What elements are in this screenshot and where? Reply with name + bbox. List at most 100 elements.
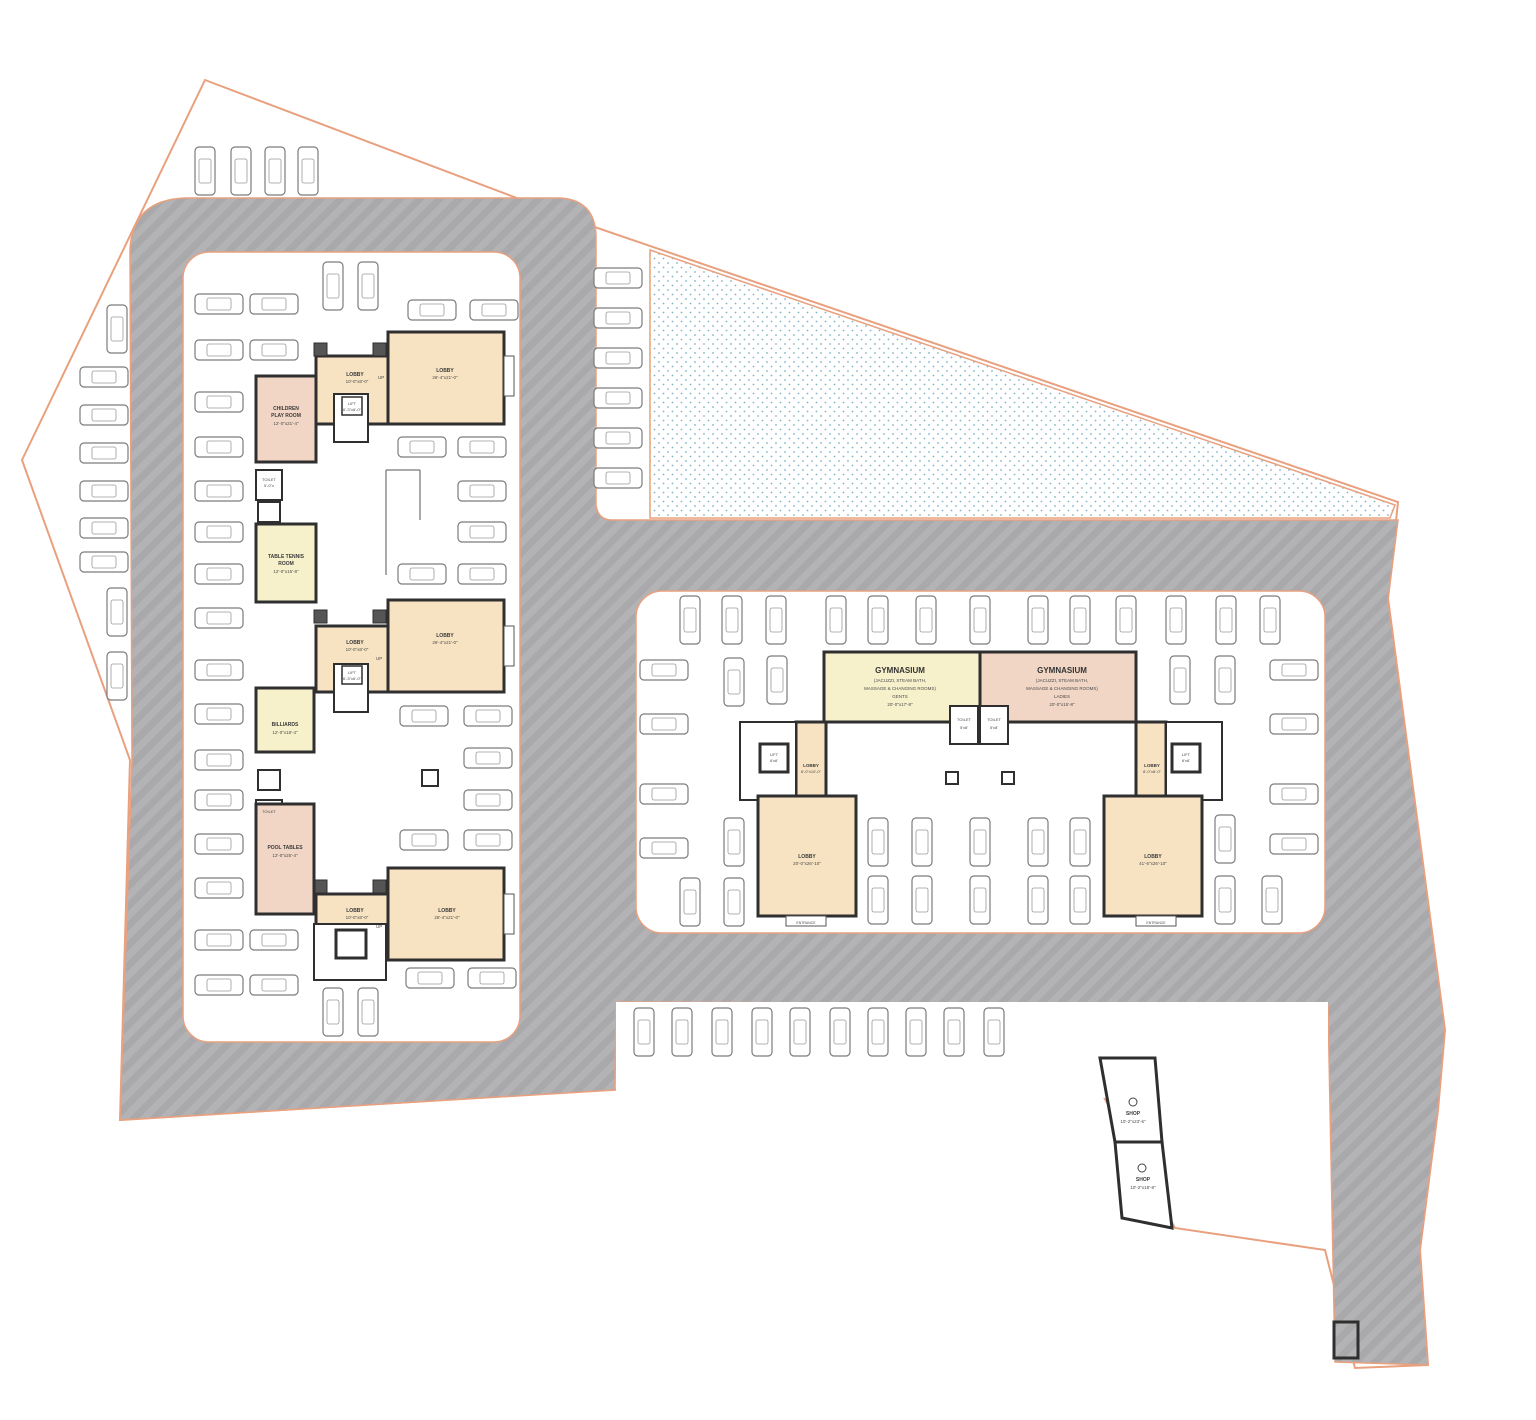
pool-dim: 12'-0"x25'-4"	[272, 853, 298, 858]
parking-stall	[194, 563, 244, 585]
parking-stall	[79, 404, 129, 426]
up-1: UP	[378, 375, 384, 380]
parking-stall	[911, 875, 933, 925]
parking-stall	[679, 595, 701, 645]
parking-stall	[79, 442, 129, 464]
parking-stall	[79, 366, 129, 388]
lobby-2-name: LOBBY	[436, 633, 454, 639]
parking-stall	[399, 829, 449, 851]
parking-stall	[751, 1007, 773, 1057]
parking-stall	[194, 391, 244, 413]
entrance-right: ENTRANCE	[1146, 921, 1166, 925]
bottom-parking-strip	[616, 1002, 1328, 1098]
parking-stall	[721, 595, 743, 645]
parking-stall	[1261, 875, 1283, 925]
gym-gents-sub3: GENTS	[892, 694, 908, 699]
billiards-dim: 12'-0"x18'-4"	[272, 730, 298, 735]
lift-l-name: LIFT	[770, 752, 779, 757]
shop-1-name: SHOP	[1126, 1111, 1141, 1117]
parking-stall	[106, 587, 128, 637]
parking-stall	[194, 521, 244, 543]
lobby-1-name: LOBBY	[436, 368, 454, 374]
parking-stall	[593, 387, 643, 409]
lift-r-dim: 6'x6'	[1182, 758, 1190, 763]
lift-2-dim: 6'-3"x6'-0"	[343, 676, 362, 681]
parking-stall	[1269, 659, 1319, 681]
tower-b-labels: GYMNASIUM (JACUZZI, STEAM BATH, MASSAGE …	[770, 666, 1191, 925]
parking-stall	[1165, 595, 1187, 645]
parking-stall	[593, 307, 643, 329]
table-tennis-name-1: TABLE TENNIS	[268, 554, 305, 560]
parking-stall	[322, 261, 344, 311]
parking-stall	[765, 595, 787, 645]
lobby-1-small-name: LOBBY	[346, 372, 364, 378]
tower-a-labels: LOBBY 10'-0"x8'-0" LOBBY 26'-4"x21'-0" L…	[262, 368, 460, 929]
parking-stall	[915, 595, 937, 645]
parking-stall	[249, 293, 299, 315]
toilet-r-name: TOILET	[987, 717, 1001, 722]
parking-stall	[1069, 817, 1091, 867]
shops	[1098, 1056, 1360, 1360]
parking-stall	[1027, 595, 1049, 645]
lobby-right-small-name: LOBBY	[1144, 763, 1160, 768]
shop-2-name: SHOP	[1136, 1177, 1151, 1183]
tower-a	[254, 330, 515, 981]
parking-stall	[1269, 713, 1319, 735]
parking-stall	[457, 563, 507, 585]
shop-1-dim: 10'-2"x23'-6"	[1120, 1119, 1146, 1124]
parking-stall	[766, 655, 788, 705]
tower-b	[739, 650, 1223, 927]
parking-stall	[457, 480, 507, 502]
parking-stall	[194, 789, 244, 811]
lift-1-dim: 6'-3"x6'-0"	[343, 407, 362, 412]
parking-stall	[1027, 817, 1049, 867]
lift-2-name: LIFT	[348, 670, 357, 675]
parking-stall	[829, 1007, 851, 1057]
parking-stall	[194, 146, 216, 196]
parking-stall	[230, 146, 252, 196]
parking-stall	[264, 146, 286, 196]
parking-stall	[867, 817, 889, 867]
parking-stall	[194, 659, 244, 681]
parking-stall	[194, 436, 244, 458]
parking-stall	[405, 967, 455, 989]
parking-stall	[463, 747, 513, 769]
parking-stall	[983, 1007, 1005, 1057]
lobby-right-small-dim: 8'-0"x8'-0"	[1143, 769, 1162, 774]
toilet-2-name: TOILET	[262, 809, 276, 814]
gym-ladies-name: GYMNASIUM	[1037, 666, 1087, 675]
parking-stall	[633, 1007, 655, 1057]
parking-stall	[457, 436, 507, 458]
parking-stall	[639, 783, 689, 805]
toilet-r-dim: 5'x8'	[990, 725, 998, 730]
toilet-l-name: TOILET	[957, 717, 971, 722]
children-name-1: CHILDREN	[273, 406, 299, 412]
parking-stall	[297, 146, 319, 196]
parking-stall	[322, 987, 344, 1037]
parking-stall	[969, 595, 991, 645]
garden-area	[649, 248, 1396, 519]
up-3: UP	[376, 924, 382, 929]
gym-ladies-sub2: MASSAGE & CHANGING ROOMS)	[1026, 686, 1098, 691]
lobby-1-dim: 26'-4"x21'-0"	[432, 375, 458, 380]
parking-stall	[1214, 655, 1236, 705]
parking-stall	[639, 659, 689, 681]
parking-stall	[1215, 595, 1237, 645]
parking-stall	[407, 299, 457, 321]
parking-stall	[194, 293, 244, 315]
lobby-right-name: LOBBY	[1144, 854, 1162, 860]
lobby-right-dim: 41'-6"x26'-10"	[1139, 861, 1167, 866]
lobby-left-small-dim: 8'-0"x10'-0"	[801, 769, 822, 774]
parking-stall	[723, 817, 745, 867]
parking-stall	[723, 657, 745, 707]
parking-stall	[943, 1007, 965, 1057]
gym-ladies-dim: 20'-0"x15'-8"	[1049, 702, 1075, 707]
lobby-2-small-name: LOBBY	[346, 640, 364, 646]
gym-gents-sub2: MASSAGE & CHANGING ROOMS)	[864, 686, 936, 691]
lobby-2-dim: 26'-4"x21'-0"	[432, 640, 458, 645]
parking-stall	[1069, 875, 1091, 925]
parking-stall	[639, 713, 689, 735]
parking-stall	[397, 563, 447, 585]
parking-stall	[1259, 595, 1281, 645]
parking-stall	[789, 1007, 811, 1057]
